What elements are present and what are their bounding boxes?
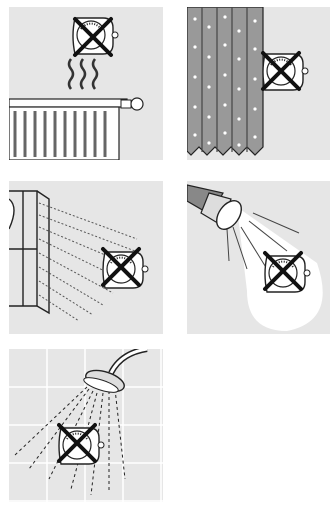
curtain-icon: [187, 7, 263, 155]
panel-radiator: [9, 7, 163, 160]
panel-shower: [9, 349, 163, 502]
window-sun-scene: [9, 181, 163, 334]
curtain-scene: [187, 7, 330, 160]
shower-scene: [9, 349, 163, 502]
panel-window-sun: [9, 181, 163, 334]
panel-curtain: [187, 7, 330, 160]
radiator-scene: [9, 7, 163, 160]
lamp-scene: [187, 181, 330, 334]
panel-lamp: [187, 181, 330, 334]
